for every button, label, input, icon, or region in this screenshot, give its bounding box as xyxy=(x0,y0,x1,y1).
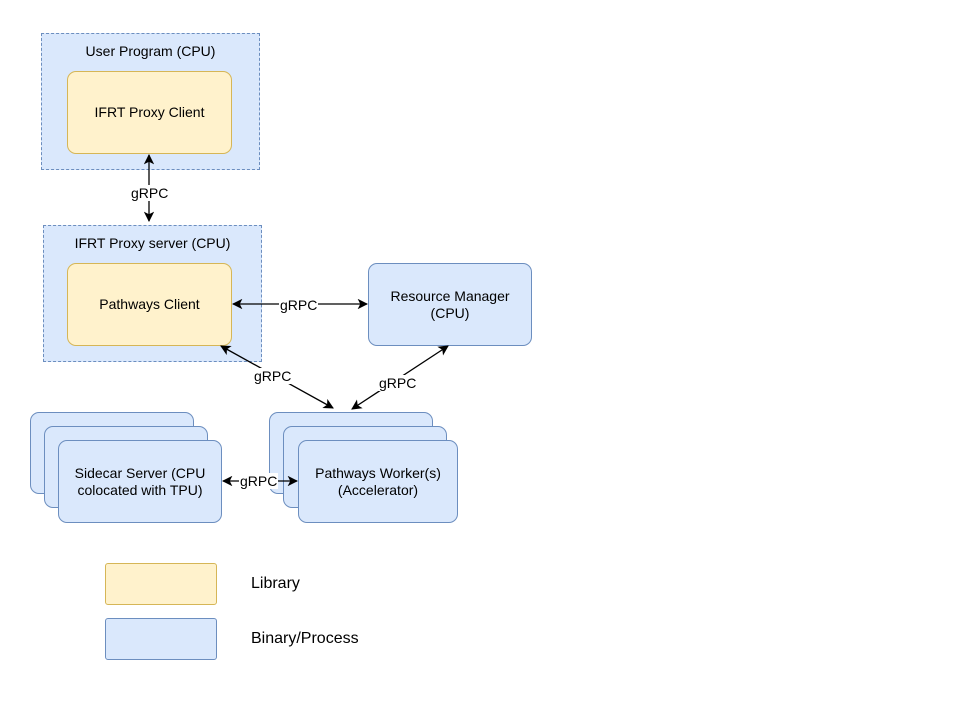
rm-worker-link-label: gRPC xyxy=(378,375,418,391)
legend-process-label: Binary/Process xyxy=(251,630,359,647)
client-worker-link-label: gRPC xyxy=(253,368,293,384)
resource-manager-node: Resource Manager (CPU) xyxy=(368,263,532,346)
sidecar-server-node: Sidecar Server (CPU colocated with TPU) xyxy=(58,440,222,523)
proxy-server-title: IFRT Proxy server (CPU) xyxy=(74,235,231,251)
pathways-client-node: Pathways Client xyxy=(67,263,232,346)
legend-library-swatch xyxy=(105,563,217,605)
client-rm-link-label: gRPC xyxy=(279,297,319,313)
sidecar-worker-link-label: gRPC xyxy=(239,473,279,489)
legend-library-label: Library xyxy=(251,575,300,592)
legend-process-swatch xyxy=(105,618,217,660)
proxy-link-label: gRPC xyxy=(130,185,170,201)
pathways-worker-node: Pathways Worker(s) (Accelerator) xyxy=(298,440,458,523)
user-program-title: User Program (CPU) xyxy=(85,43,216,59)
ifrt-proxy-client-node: IFRT Proxy Client xyxy=(67,71,232,154)
